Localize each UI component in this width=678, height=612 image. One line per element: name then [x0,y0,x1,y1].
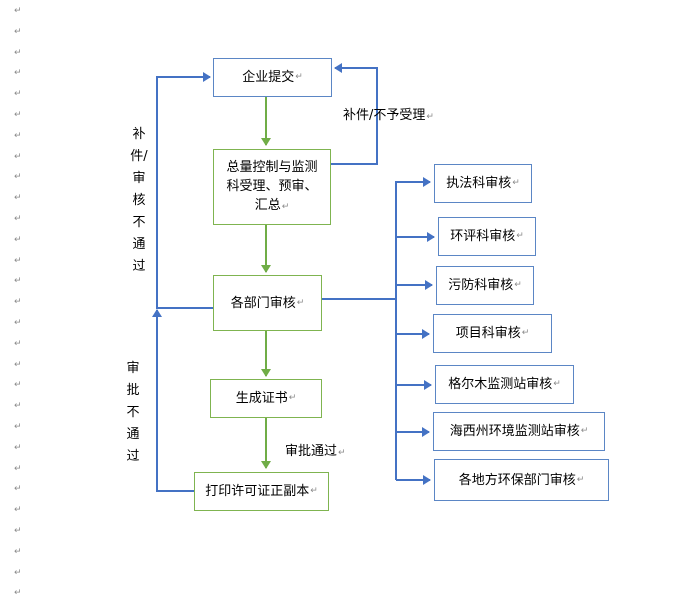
paragraph-mark: ↵ [14,214,22,224]
paragraph-mark: ↵ [288,393,297,403]
arrow-print-back-to-dept [152,309,194,492]
paragraph-mark: ↵ [14,89,22,100]
paragraph-mark: ↵ [14,110,22,120]
paragraph-mark: ↵ [426,112,434,122]
paragraph-mark: ↵ [514,280,522,290]
paragraph-mark: ↵ [14,297,22,308]
paragraph-mark: ↵ [14,276,22,287]
paragraph-mark: ↵ [576,474,585,485]
paragraph-mark: ↵ [14,484,22,495]
paragraph-mark: ↵ [14,338,22,349]
node-text: 格尔木监测站审核 [448,377,553,392]
paragraph-mark: ↵ [310,486,318,496]
paragraph-mark: ↵ [14,401,22,412]
label-supplement-reject: 补件/不予受理↵ [343,108,434,123]
node-text: 总量控制与监测科受理、预审、汇总 [226,159,318,213]
node-print-permit: 打印许可证正副本↵ [194,472,329,511]
node-review-enforcement: 执法科审核↵ [434,164,532,203]
paragraph-mark: ↵ [281,201,290,212]
node-review-project: 项目科审核↵ [433,314,552,353]
paragraph-mark: ↵ [14,463,22,474]
arrow-dept-back-to-submit [156,72,213,309]
paragraph-mark: ↵ [338,448,346,458]
label-supplement-review-fail: 补件/审核不通过 [130,127,148,274]
node-enterprise-submit: 企业提交↵ [213,58,332,97]
paragraph-mark: ↵ [14,47,22,58]
node-dept-review: 各部门审核↵ [213,275,322,331]
arrow-control-back-to-submit [331,63,378,165]
node-text: 打印许可证正副本 [205,484,310,499]
node-text: 各部门审核 [230,295,296,311]
paragraph-mark: ↵ [553,379,561,389]
paragraph-mark: ↵ [14,442,22,453]
paragraph-mark: ↵ [14,151,22,162]
label-approval-fail: 审批不通过 [126,361,140,464]
paragraph-mark: ↵ [14,505,22,516]
paragraph-mark: ↵ [580,426,589,436]
paragraph-mark: ↵ [14,318,22,328]
node-generate-cert: 生成证书↵ [210,379,322,418]
paragraph-mark: ↵ [296,297,305,308]
node-text: 生成证书 [235,391,288,406]
node-review-haixi: 海西州环境监测站审核↵ [433,412,605,451]
label-approval-pass: 审批通过↵ [285,444,346,459]
node-review-eia: 环评科审核↵ [438,217,536,256]
paragraph-mark: ↵ [512,178,520,188]
paragraph-mark: ↵ [521,328,530,338]
node-review-golmud: 格尔木监测站审核↵ [435,365,574,404]
node-total-control-dept: 总量控制与监测科受理、预审、汇总↵ [213,149,331,225]
node-text: 各地方环保部门审核 [458,472,576,488]
paragraph-mark: ↵ [14,526,22,536]
paragraph-mark: ↵ [14,172,22,183]
paragraph-mark: ↵ [295,72,303,82]
paragraph-mark: ↵ [14,567,22,578]
paragraph-mark: ↵ [14,26,22,37]
paragraph-mark: ↵ [14,193,22,204]
node-text: 污防科审核 [448,278,514,293]
paragraph-mark: ↵ [14,422,22,432]
node-text: 环评科审核 [450,229,516,244]
paragraph-mark: ↵ [14,380,22,391]
paragraph-mark: ↵ [14,6,22,16]
paragraph-mark: ↵ [14,255,22,266]
paragraph-mark: ↵ [14,546,22,557]
paragraph-mark: ↵ [14,68,22,79]
paragraph-mark: ↵ [516,231,524,241]
paragraph-mark: ↵ [14,130,22,141]
node-review-pollution: 污防科审核↵ [436,266,534,305]
node-text: 海西州环境监测站审核 [449,424,580,439]
node-text: 项目科审核 [455,326,521,341]
paragraph-mark: ↵ [14,234,22,245]
node-review-local: 各地方环保部门审核↵ [434,459,609,501]
paragraph-mark: ↵ [14,359,22,370]
node-text: 企业提交 [242,70,295,85]
node-text: 执法科审核 [446,176,512,191]
paragraph-mark: ↵ [14,588,22,599]
